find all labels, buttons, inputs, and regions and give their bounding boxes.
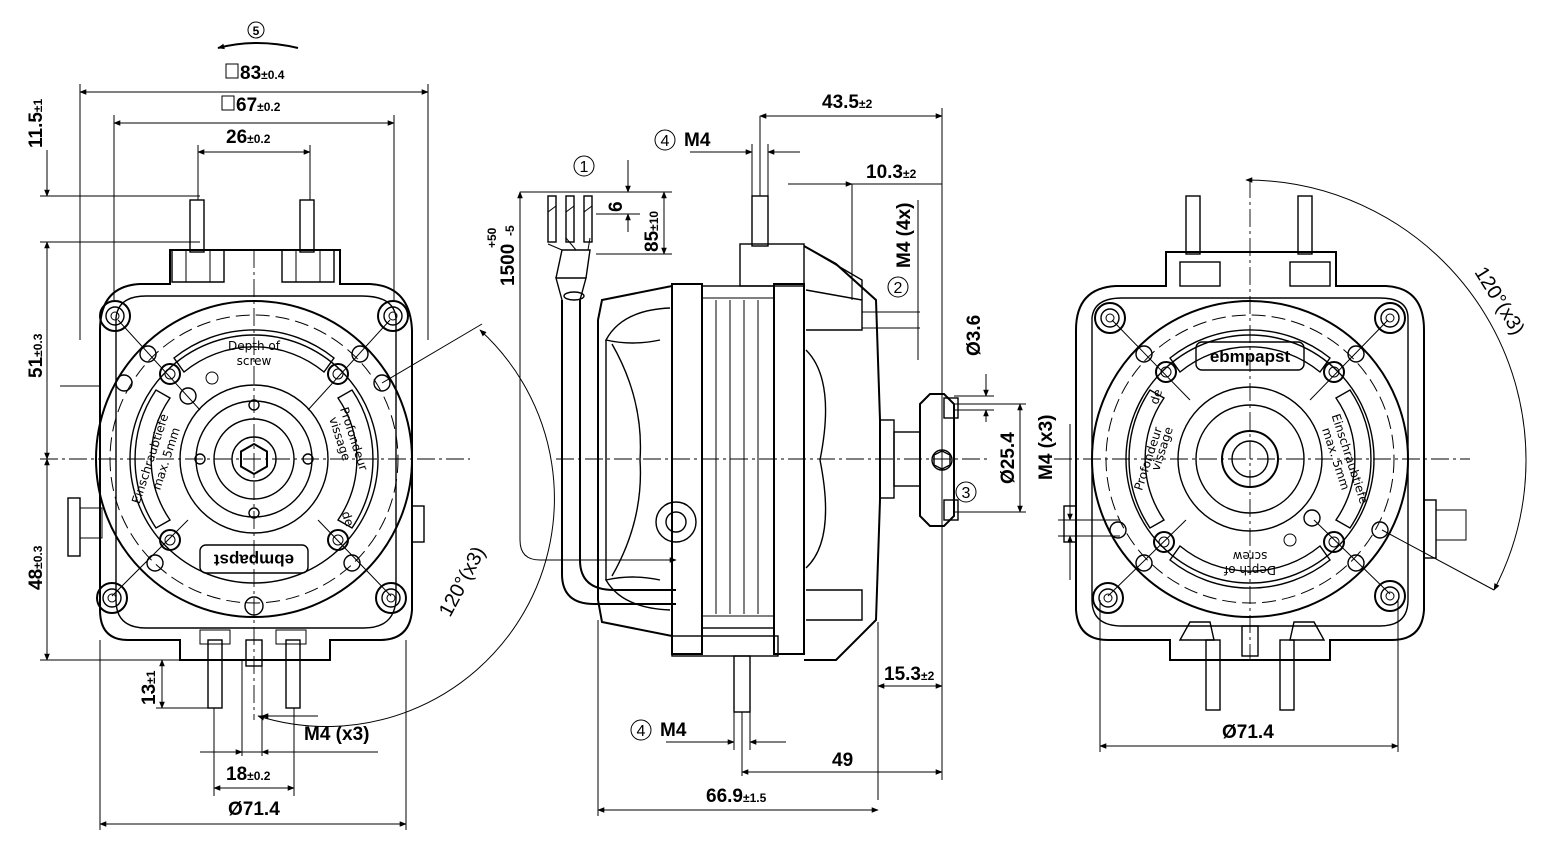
dim-hub-dia: Ø25.4 [998,432,1019,484]
dim-wire-length: 85±10 [642,211,663,252]
dim-lead-length: 1500 [498,244,519,286]
rear-angle: 120°(x3) [1470,263,1529,339]
side-view: 1500 +50 -5 1 6 85±10 4 M4 43.5±2 10.3±2… [485,92,1057,816]
dim-width-inner: 67±0.2 [236,95,281,116]
dim-flange-offset: 10.3±2 [866,162,917,183]
callout-4-bottom: 4 [637,723,646,740]
rotation-marker: 5 [253,24,260,38]
callout-3: 3 [962,485,971,502]
dim-hub-thread: M4 (x3) [1036,415,1057,480]
dim-lead-length-tol-minus: -5 [503,225,517,236]
front-logo: ebmpapst [214,551,295,570]
dim-upper-height: 51±0.3 [26,333,47,378]
rear-view: ebmpapst Profondeur vissage de Einschrau… [1054,177,1529,752]
dim-screw-thread: M4 (4x) [894,203,915,268]
rear-logo: ebmpapst [1210,347,1291,366]
dim-shaft-length: 15.3±2 [884,664,935,685]
dim-top-offset: 11.5±1 [26,98,47,148]
rear-engraving-bottom-1: Depth of [1223,563,1276,577]
dim-overall-length: 66.9±1.5 [706,786,767,807]
dim-stud-length: 13±1 [139,670,160,705]
dim-mount-thread: M4 (x3) [304,724,369,745]
rear-engraving-bottom-2: screw [1232,549,1267,563]
dim-rear-pitch-diameter: Ø71.4 [1222,722,1274,743]
rear-engraving-top-3: de [1147,387,1165,406]
dim-strip-length: 6 [606,201,627,212]
dim-lead-length-tol-plus: +50 [485,227,499,248]
dim-mount-spacing: 18±0.2 [226,764,271,785]
dim-lower-height: 48±0.3 [26,545,47,590]
dim-stud-offset: 43.5±2 [822,92,873,113]
front-engraving-top-1: Depth of [228,339,281,353]
thread-top: M4 [684,130,711,151]
front-angle: 120°(x3) [435,543,490,620]
front-engraving-top-2: screw [237,354,272,368]
thread-bottom: M4 [660,720,687,741]
callout-2: 2 [894,280,903,297]
dim-width-outer: 83±0.4 [240,63,285,84]
dim-terminal-spacing: 26±0.2 [226,127,271,148]
front-view: ebmpapst Depth of screw Einschraubtiefe … [26,21,555,830]
callout-4-top: 4 [661,133,670,150]
callout-1: 1 [580,159,589,176]
dim-front-pitch-diameter: Ø71.4 [228,799,280,820]
dim-hole-dia: Ø3.6 [964,315,985,356]
dim-stud-to-end: 49 [832,750,853,771]
